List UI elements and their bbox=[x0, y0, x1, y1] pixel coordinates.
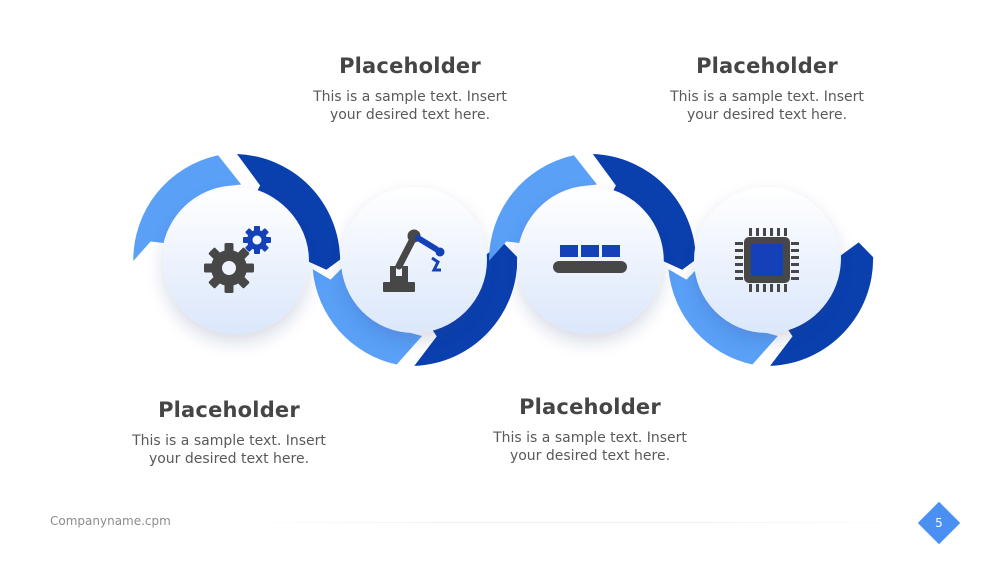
arrow-segment-dark bbox=[770, 242, 874, 366]
step-description-line: your desired text here. bbox=[686, 107, 848, 123]
arrow-segment-light bbox=[133, 155, 242, 261]
robotic-arm-icon bbox=[383, 229, 445, 292]
arrow-segment-dark bbox=[237, 154, 341, 270]
step-description-line: This is a sample text. Insert bbox=[313, 89, 507, 105]
step-description-line: This is a sample text. Insert bbox=[493, 430, 687, 446]
step-circle-2 bbox=[341, 187, 487, 333]
step-description-line: This is a sample text. Insert bbox=[132, 433, 326, 449]
step-description-line: your desired text here. bbox=[148, 451, 310, 467]
footer-divider bbox=[235, 522, 910, 523]
arrow-ring-1 bbox=[133, 154, 341, 270]
step-label-1: Placeholder This is a sample text. Inser… bbox=[99, 398, 359, 468]
arrow-ring-3 bbox=[489, 154, 696, 270]
step-label-3: Placeholder This is a sample text. Inser… bbox=[460, 395, 720, 465]
step-title: Placeholder bbox=[339, 54, 481, 78]
step-description-line: your desired text here. bbox=[329, 107, 491, 123]
arrow-segment-light bbox=[489, 155, 597, 261]
footer-company-name: Companyname.cpm bbox=[50, 514, 171, 528]
step-description-line: This is a sample text. Insert bbox=[670, 89, 864, 105]
conveyor-belt-icon bbox=[553, 245, 627, 273]
arrow-segment-dark bbox=[414, 242, 518, 366]
step-label-4: Placeholder This is a sample text. Inser… bbox=[637, 54, 897, 124]
step-label-2: Placeholder This is a sample text. Inser… bbox=[280, 54, 540, 124]
microchip-icon bbox=[735, 228, 799, 292]
step-title: Placeholder bbox=[519, 395, 661, 419]
step-title: Placeholder bbox=[696, 54, 838, 78]
step-title: Placeholder bbox=[158, 398, 300, 422]
arrow-segment-dark bbox=[592, 154, 696, 270]
page-number: 5 bbox=[935, 516, 943, 530]
gears-icon bbox=[204, 226, 271, 293]
step-description-line: your desired text here. bbox=[509, 448, 671, 464]
